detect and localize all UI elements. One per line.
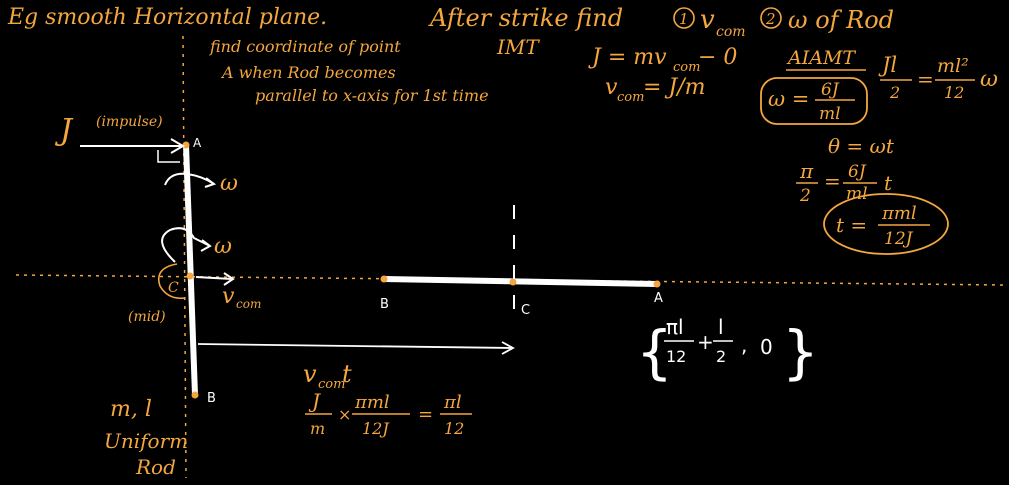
rod-mass-length: m, l	[110, 397, 152, 422]
t-result-num: πml	[881, 203, 917, 224]
find-line-2: A when Rod becomes	[220, 63, 396, 82]
disp-f2-num: πml	[354, 392, 390, 413]
displacement-arrowhead	[501, 341, 515, 355]
coord-d1: 12	[666, 347, 686, 366]
y-axis-dashed	[182, 35, 187, 479]
aiamt-rhs-den: 12	[944, 83, 964, 102]
time-t: t	[884, 171, 893, 195]
omega-mid-arc	[161, 227, 211, 263]
disp-f3-num: πl	[443, 392, 462, 413]
t-result-den: 12J	[884, 229, 914, 249]
c-mid-circle	[158, 263, 186, 300]
disp-f2-den: 12J	[362, 419, 390, 438]
coord-comma: ,	[741, 333, 747, 357]
vcom-arrow	[195, 276, 233, 280]
omega-upper-arrowhead	[204, 177, 217, 188]
omega-result-num: 6J	[821, 80, 840, 100]
omega-result-den: ml	[819, 104, 841, 124]
disp-eq: =	[418, 404, 433, 425]
item1-vcom: v	[700, 5, 715, 35]
disp-times: ×	[338, 405, 351, 424]
imt-eq1-sub: com	[673, 60, 700, 75]
coord-n2: l	[718, 315, 724, 339]
aiamt-eq: =	[917, 67, 934, 91]
disp-f1-den: m	[310, 419, 325, 438]
disp-v: v	[303, 360, 317, 388]
rod-initial	[183, 142, 198, 398]
imt-eq1-tail: − 0	[698, 45, 737, 70]
aiamt-omega: ω	[980, 67, 998, 92]
rod-uniform: Uniform	[104, 429, 188, 453]
vcom-arrowhead	[223, 272, 235, 286]
theta-eq: θ = ωt	[828, 134, 895, 158]
point-b-initial	[191, 391, 199, 399]
aiamt-title: AIAMT	[786, 47, 856, 69]
t-result-box	[823, 193, 949, 255]
label-a-right: A	[654, 291, 663, 306]
disp-v-sub: com	[318, 377, 345, 392]
label-c-left: C	[168, 280, 179, 296]
time-den: ml	[846, 184, 868, 204]
point-c-initial	[186, 272, 194, 280]
coord-n1: πl	[666, 315, 684, 339]
omega-upper-arc	[164, 172, 215, 186]
item2-number: 2	[765, 10, 776, 28]
item1-vcom-sub: com	[716, 24, 746, 40]
imt-eq1: J = mv	[588, 45, 667, 70]
disp-f1-num: J	[308, 389, 321, 413]
label-c-right: C	[521, 303, 530, 318]
point-a-final	[653, 280, 661, 288]
after-strike-text: After strike find	[428, 4, 623, 32]
find-line-1: find coordinate of point	[209, 37, 401, 56]
problem-statement: Eg smooth Horizontal plane.	[7, 5, 327, 30]
aiamt-rhs-num: ml²	[937, 55, 969, 77]
item2-circle	[760, 7, 782, 29]
impulse-arrowhead	[170, 138, 185, 154]
x-axis-dashed	[15, 274, 1006, 286]
imt-eq2: v	[605, 75, 618, 100]
omega-mid-arrowhead	[200, 239, 212, 252]
impulse-j: J	[54, 113, 74, 148]
point-b-final	[380, 275, 388, 283]
label-a-top: A	[193, 136, 202, 150]
imt-eq2-tail: = J/m	[643, 75, 706, 100]
right-angle-mark	[157, 150, 180, 163]
label-mid-note: (mid)	[128, 309, 166, 325]
imt-title: IMT	[496, 35, 540, 59]
coord-open-brace: {	[636, 318, 673, 386]
pi-num: π	[799, 159, 814, 183]
label-b-bottom: B	[207, 391, 216, 406]
pi-den: 2	[799, 186, 811, 206]
item2-omega-of-rod: ω of Rod	[788, 6, 894, 34]
vcom-label-sub: com	[236, 297, 261, 311]
point-a-initial	[182, 141, 190, 149]
coord-plus: +	[697, 330, 714, 354]
disp-t: t	[342, 360, 352, 388]
coord-close-brace: }	[782, 318, 819, 386]
time-eq-sign: =	[824, 169, 841, 193]
time-num: 6J	[848, 162, 867, 182]
label-b-right: B	[380, 297, 389, 312]
point-c-final	[509, 278, 517, 286]
vcom-label: v	[222, 284, 235, 309]
disp-f3-den: 12	[444, 419, 464, 438]
rod-label: Rod	[135, 455, 176, 479]
rod-final	[381, 276, 660, 287]
omega-upper-label: ω	[220, 171, 238, 196]
t-result-lhs: t =	[836, 213, 867, 237]
displacement-arrow	[197, 343, 513, 349]
impulse-note: (impulse)	[96, 114, 163, 130]
item1-number: 1	[679, 10, 689, 28]
coord-d2: 2	[716, 347, 726, 366]
imt-eq2-sub: com	[617, 90, 644, 105]
aiamt-lhs-den: 2	[889, 83, 900, 102]
item1-circle	[673, 7, 695, 29]
omega-result-lhs: ω =	[768, 87, 809, 111]
coord-zero: 0	[760, 335, 773, 359]
omega-mid-label: ω	[214, 234, 232, 259]
aiamt-lhs-num: Jl	[878, 53, 897, 77]
omega-result-box	[760, 77, 868, 125]
find-line-3: parallel to x-axis for 1st time	[255, 86, 489, 105]
